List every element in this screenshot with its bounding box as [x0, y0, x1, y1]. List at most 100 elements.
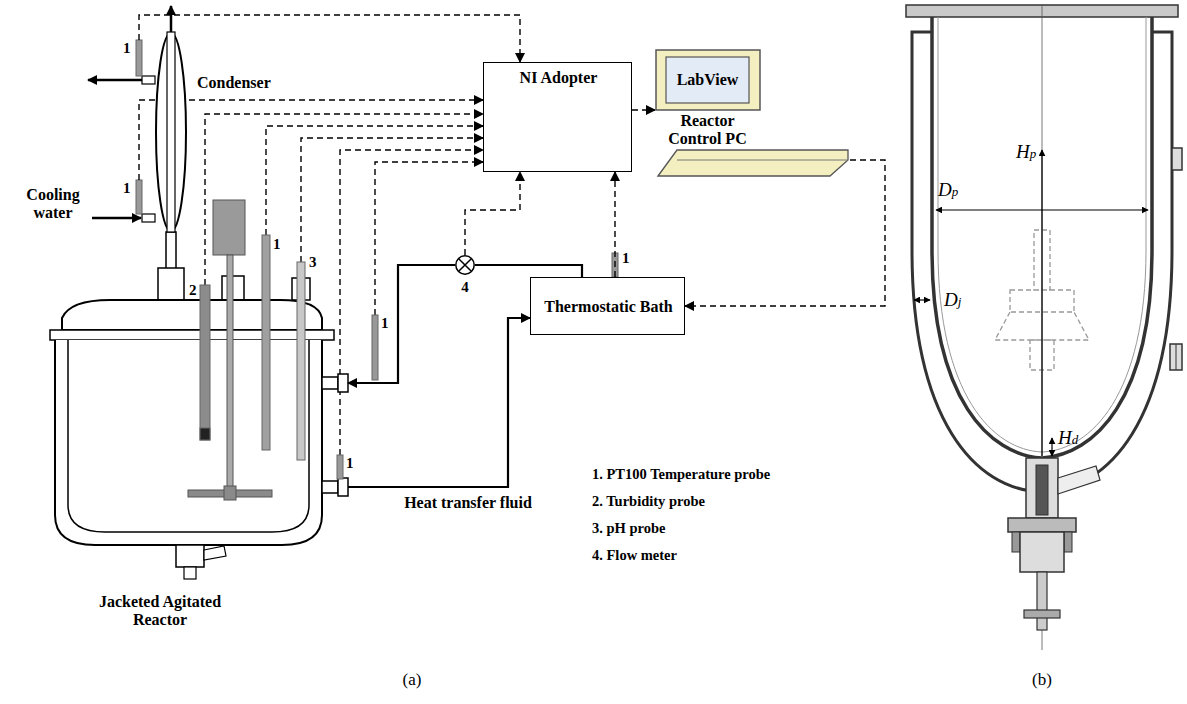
- fluid-line: [475, 265, 582, 277]
- signal-wire: [205, 114, 483, 285]
- flow-meter-symbol: [459, 259, 472, 272]
- node-label: NI Adopter: [520, 69, 598, 87]
- reactor-vessel: [62, 300, 322, 330]
- reactor-vessel: [322, 481, 338, 493]
- vessel-section: [1012, 532, 1020, 552]
- signal-wire: [301, 138, 483, 262]
- condenser-piping: [92, 217, 141, 220]
- key-item: 1. PT100 Temperature probe: [592, 466, 770, 483]
- condenser-piping: [142, 214, 155, 222]
- monitor: [656, 50, 760, 110]
- reactor-vessel: [322, 377, 338, 389]
- thermostatic-bath: Thermostatic Bath: [530, 277, 685, 335]
- vessel-section: [1064, 532, 1072, 552]
- node-label: Thermostatic Bath: [544, 298, 672, 316]
- vessel-section: [1037, 572, 1047, 630]
- dimension-label: Dp: [938, 180, 958, 202]
- dimension-arrow: [914, 299, 930, 300]
- flow-label: Cooling water: [18, 186, 88, 222]
- reactor-vessel: [50, 330, 334, 340]
- probe: [297, 262, 305, 460]
- reactor-vessel: [338, 478, 348, 496]
- signal-wire: [139, 15, 520, 62]
- callout-number: 2: [189, 282, 197, 299]
- signal-line: [465, 172, 520, 255]
- daq-box: NI Adopter: [483, 62, 632, 172]
- condenser-probe: [136, 180, 142, 214]
- dimension-arrow: [914, 150, 1148, 456]
- signal-wire: [375, 162, 483, 315]
- condenser-piping: [142, 76, 155, 84]
- condenser-piping: [166, 232, 176, 270]
- stirrer: [227, 255, 233, 493]
- key-item: 3. pH probe: [592, 520, 665, 537]
- vessel-section: [1176, 344, 1177, 370]
- panel-label: (b): [1032, 670, 1052, 690]
- vessel-section: [1024, 610, 1060, 618]
- edge-label: Heat transfer fluid: [402, 494, 534, 512]
- node-label: Condenser: [197, 74, 271, 92]
- reactor: Jacketed Agitated Reactor: [40, 195, 348, 630]
- reactor-vessel: [68, 340, 309, 532]
- dimension-label: Hd: [1058, 428, 1078, 450]
- callout-number: 1: [123, 40, 131, 57]
- callout-number: 4: [461, 279, 469, 296]
- condenser-piping: [88, 79, 142, 82]
- callout-number: 1: [123, 180, 131, 197]
- control-pc: LabViewReactor Control PC: [655, 48, 850, 178]
- probe: [262, 235, 270, 450]
- probe: [200, 235, 618, 479]
- dimension-arrow: [1051, 438, 1052, 456]
- signal-line: [614, 172, 615, 277]
- probe: [200, 428, 210, 440]
- condenser-outline: [155, 32, 187, 232]
- reactor-vessel: [204, 546, 226, 560]
- condenser-probe: [136, 40, 142, 76]
- vessel-section: [1008, 518, 1076, 532]
- condenser-tube: [167, 32, 175, 232]
- meter-outline: [455, 255, 475, 275]
- reactor-vessel: [338, 374, 348, 392]
- reactor-vessel: [55, 340, 322, 545]
- reactor-vessel: [184, 567, 196, 579]
- screen-label: LabView: [677, 71, 739, 89]
- flow-meter-symbol: [456, 256, 474, 274]
- signal-line: [632, 109, 655, 110]
- keyboard: [677, 160, 848, 161]
- dimension-arrow: [1041, 150, 1042, 456]
- vessel-section: [1020, 532, 1064, 572]
- fluid-line: [348, 318, 530, 487]
- flow-meter: 4: [455, 255, 475, 275]
- probe: [200, 285, 210, 440]
- vessel-section: [1170, 344, 1182, 370]
- stirrer: [188, 200, 272, 500]
- vessel-section: [1058, 466, 1100, 494]
- signal-line: [685, 160, 885, 306]
- callout-number: 1: [381, 315, 389, 332]
- keyboard: [658, 150, 848, 176]
- fluid-line: [348, 265, 455, 383]
- callout-number: 1: [273, 236, 281, 253]
- condenser-piping: [170, 6, 173, 32]
- node-label: Reactor Control PC: [665, 112, 751, 148]
- reactor-vessel: [176, 545, 204, 567]
- vessel-section: [1036, 465, 1048, 515]
- probe: [372, 315, 378, 380]
- signal-wire: [340, 150, 483, 455]
- key-item: 2. Turbidity probe: [592, 493, 705, 510]
- dimension-label: Hp: [1016, 142, 1036, 164]
- condenser-shell: [156, 33, 186, 231]
- condenser: Condenser: [155, 32, 187, 232]
- stirrer: [224, 486, 236, 500]
- callout-number: 3: [309, 254, 317, 271]
- signal-wire: [139, 100, 483, 180]
- panel-label: (a): [403, 670, 422, 690]
- screen: [666, 57, 749, 103]
- dimension-label: Dj: [944, 290, 961, 312]
- node-label: Jacketed Agitated Reactor: [92, 593, 228, 629]
- callout-number: 1: [622, 250, 630, 267]
- vessel-section: [1172, 148, 1182, 170]
- vessel-section: [906, 4, 1182, 650]
- vessel-section: [1026, 458, 1058, 518]
